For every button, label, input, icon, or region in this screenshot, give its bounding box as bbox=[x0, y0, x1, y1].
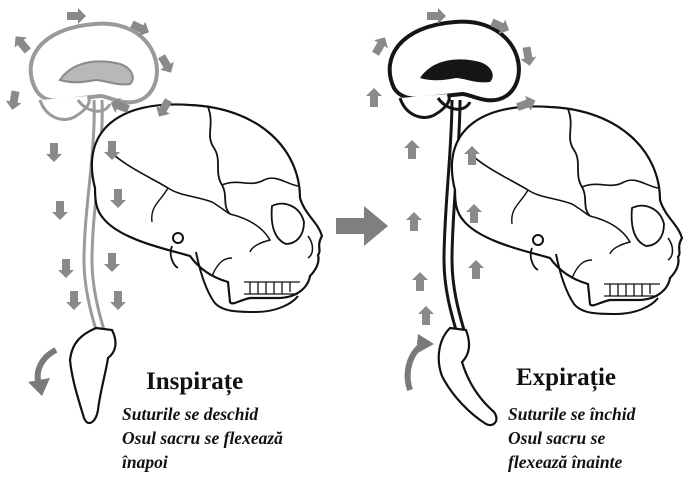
inspiration-caption-line-3: înapoi bbox=[122, 450, 283, 474]
inspiration-title: Inspirațe bbox=[146, 368, 243, 396]
sacrum-left bbox=[70, 328, 115, 423]
expiration-caption-line-2: Osul sacru se bbox=[508, 426, 635, 450]
inspiration-caption: Suturile se deschid Osul sacru se flexea… bbox=[122, 402, 283, 474]
brain-illustration-right bbox=[390, 22, 519, 118]
expiration-diagram bbox=[366, 8, 682, 425]
transition-arrow bbox=[336, 206, 388, 246]
sacrum-right bbox=[439, 328, 497, 425]
expiration-caption-line-1: Suturile se închid bbox=[508, 402, 635, 426]
inspiration-caption-line-2: Osul sacru se flexează bbox=[122, 426, 283, 450]
expiration-caption: Suturile se închid Osul sacru se flexeaz… bbox=[508, 402, 635, 474]
inspiration-caption-line-1: Suturile se deschid bbox=[122, 402, 283, 426]
inspiration-diagram bbox=[4, 8, 322, 423]
expiration-caption-line-3: flexează înainte bbox=[508, 450, 635, 474]
skull-left bbox=[92, 104, 322, 312]
expiration-title: Expirație bbox=[516, 364, 616, 392]
skull-right bbox=[452, 106, 682, 314]
